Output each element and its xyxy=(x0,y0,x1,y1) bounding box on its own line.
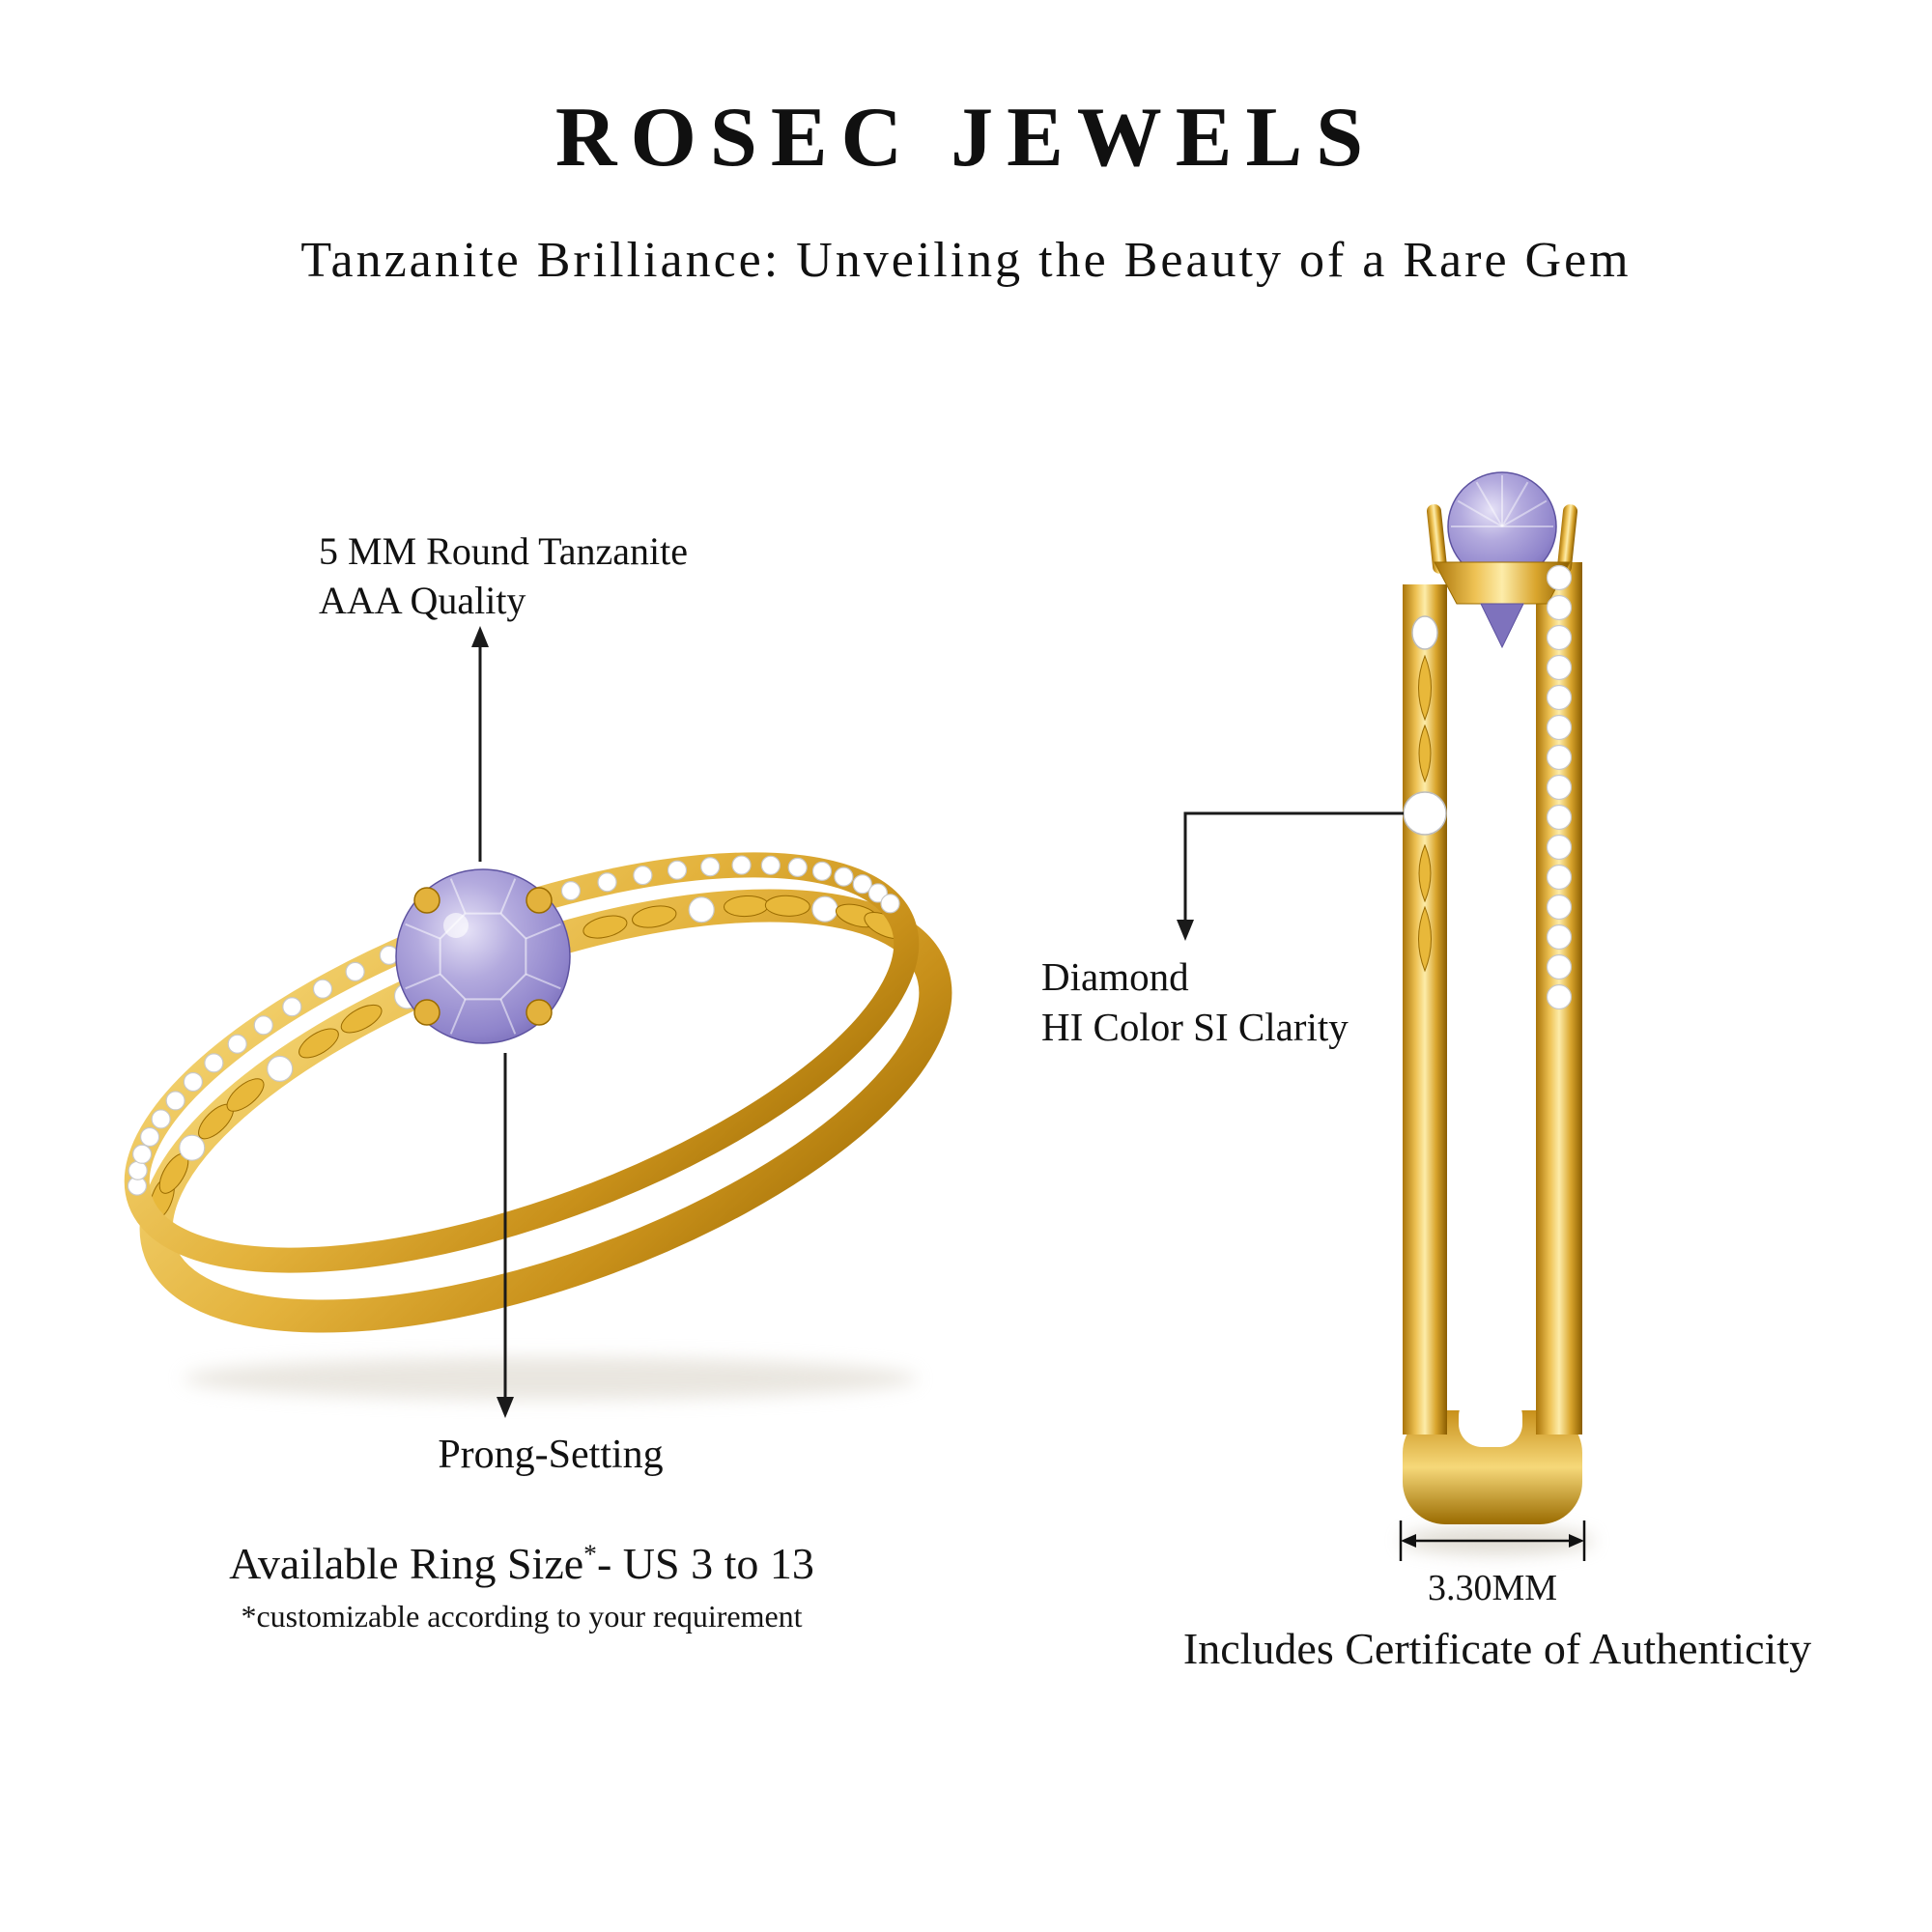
ring-size-info: Available Ring Size*- US 3 to 13 *custom… xyxy=(116,1538,927,1634)
callout-arrow-prong-icon xyxy=(497,1053,514,1418)
width-measurement-arrow-icon xyxy=(1399,1520,1586,1561)
prongs-front xyxy=(413,887,553,1026)
gem-pavilion xyxy=(1480,603,1524,649)
ring-front-view-image xyxy=(124,852,952,1400)
ring-size-note: *customizable according to your requirem… xyxy=(241,1599,803,1634)
callout-prong-label: Prong-Setting xyxy=(438,1433,664,1477)
ring-size-asterisk: * xyxy=(583,1538,597,1569)
callout-diamond-line1: Diamond xyxy=(1041,954,1189,999)
width-measurement-label: 3.30MM xyxy=(1427,1568,1558,1608)
tanzanite-facets-side xyxy=(1451,475,1553,527)
ring-size-line: Available Ring Size*- US 3 to 13 xyxy=(116,1538,927,1589)
ring-side-view-image xyxy=(1401,471,1594,1554)
ring-size-suffix: - US 3 to 13 xyxy=(596,1539,814,1588)
front-ring-shadow xyxy=(184,1357,918,1400)
callout-stone-line2: AAA Quality xyxy=(319,579,526,623)
prong-left-side xyxy=(1426,504,1448,574)
side-pave-diamonds xyxy=(1546,564,1573,1010)
prong-right-side xyxy=(1556,504,1578,574)
tagline: Tanzanite Brilliance: Unveiling the Beau… xyxy=(300,233,1632,288)
brand-title: ROSEC JEWELS xyxy=(554,91,1378,185)
tanzanite-gem-front xyxy=(395,868,571,1044)
ring-size-prefix: Available Ring Size xyxy=(229,1539,584,1588)
callout-arrow-diamond-icon xyxy=(1177,811,1404,941)
side-band-bottom xyxy=(1403,1410,1582,1524)
callout-arrow-stone-icon xyxy=(471,626,489,862)
callout-stone-line1: 5 MM Round Tanzanite xyxy=(319,529,688,573)
side-band-inner-gap xyxy=(1459,1393,1522,1447)
gem-highlight xyxy=(443,913,469,938)
callout-diamond-label: Diamond HI Color SI Clarity xyxy=(1041,952,1486,1053)
callout-diamond-line2: HI Color SI Clarity xyxy=(1041,1005,1349,1050)
callout-stone-label: 5 MM Round Tanzanite AAA Quality xyxy=(319,526,860,625)
certificate-note: Includes Certificate of Authenticity xyxy=(1182,1624,1812,1673)
side-accent-diamond-oval xyxy=(1411,615,1438,650)
tanzanite-facets xyxy=(405,878,561,1035)
side-marquise-accents xyxy=(1403,654,1447,973)
